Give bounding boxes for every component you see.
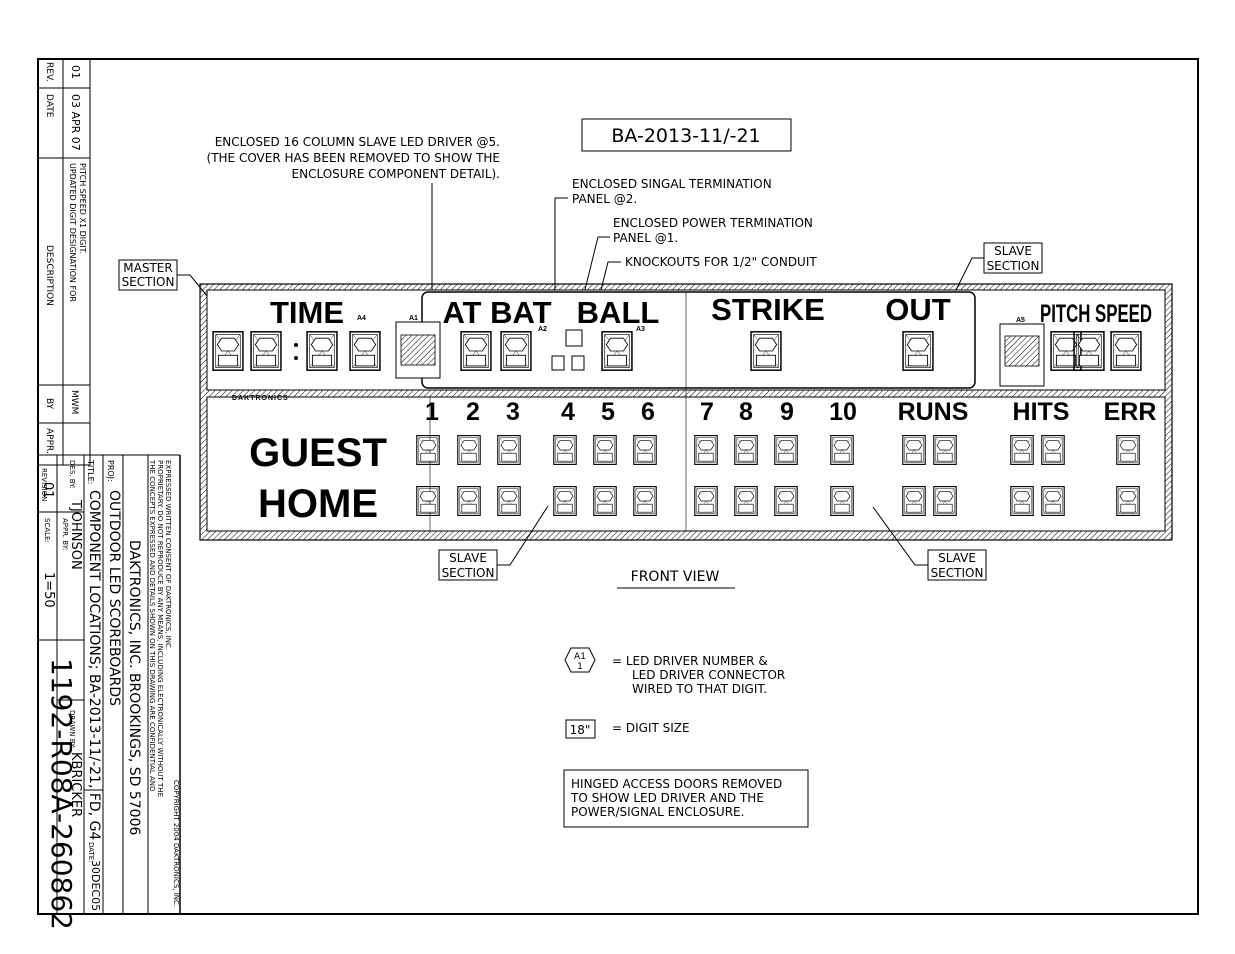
designer: TJOHNSON [68,499,83,570]
slave-section-right-2: SECTION [931,566,984,580]
drawing-title: COMPONENT LOCATIONS; BA-2013-11/-21, FD,… [86,490,102,840]
note-slave-driver-1: ENCLOSED 16 COLUMN SLAVE LED DRIVER @5. [215,135,500,149]
header-out: OUT [885,292,951,327]
legend-driver-text-3: WIRED TO THAT DIGIT. [632,682,767,696]
tag-a2: A2 [538,326,547,333]
title-block [38,454,181,914]
description-line-2: PITCH SPEED X1 DIGIT. [78,163,87,254]
drawing-id: BA-2013-11/-21 [611,125,760,147]
access-doors-note-2: TO SHOW LED DRIVER AND THE [570,791,764,805]
inning-9: 9 [780,398,794,426]
inning-5: 5 [601,398,615,426]
master-section-label-2: SECTION [122,275,175,289]
note-signal-panel-2: PANEL @2. [572,192,637,206]
note-slave-driver-3: ENCLOSURE COMPONENT DETAIL). [292,167,500,181]
team-guest: GUEST [249,431,387,475]
brand: DAKTRONICS [232,395,289,402]
header-hits: HITS [1013,398,1070,426]
disclaimer-line-2: PROPRIETARY. DO NOT REPRODUCE BY ANY MEA… [156,460,164,797]
slave-section-left-1: SLAVE [449,551,487,565]
inning-4: 4 [561,398,575,426]
title-label: TITLE: [86,459,95,484]
access-doors-note-3: POWER/SIGNAL ENCLOSURE. [571,805,744,819]
date-value: 03 APR 07 [69,94,82,151]
company-name: DAKTRONICS, INC. BROOKINGS, SD 57006 [126,540,142,835]
tag-a1: A1 [409,315,418,322]
proj-label: PROJ: [106,460,115,482]
disclaimer-line-4: COPYRIGHT 2004 DAKTRONICS, INC. [172,780,180,907]
legend-driver-text-2: LED DRIVER CONNECTOR [632,668,785,682]
scale-label: SCALE: [43,518,51,543]
by-header: BY [44,398,54,410]
note-knockouts: KNOCKOUTS FOR 1/2" CONDUIT [625,255,817,269]
note-slave-driver-2: (THE COVER HAS BEEN REMOVED TO SHOW THE [207,151,500,165]
tag-a5: A5 [1016,317,1025,324]
slave-section-top-1: SLAVE [994,244,1032,258]
drawn-by: KBRICKER [68,752,83,817]
legend-size-symbol: 18" [570,723,591,737]
note-power-panel-2: PANEL @1. [613,231,678,245]
date-label: DATE: [87,842,95,863]
header-at-bat: AT BAT [442,295,551,330]
legend: A1 1 = LED DRIVER NUMBER & LED DRIVER CO… [563,647,809,828]
drawing-number: 1192-R08A-260862 [45,658,78,930]
revision-text: REV. DATE DESCRIPTION BY APPR. 01 03 APR… [44,62,87,454]
drawing-date: 30DEC05 [89,860,102,911]
slave-section-right-1: SLAVE [938,551,976,565]
revision-label: REVISION [40,468,48,501]
legend-connector-number: 1 [577,662,583,672]
description-line-1: UPDATED DIGIT DESIGNATION FOR [68,163,77,302]
access-doors-note-1: HINGED ACCESS DOORS REMOVED [571,777,782,791]
tag-a3: A3 [636,326,645,333]
inning-3: 3 [506,398,520,426]
title-block-text: THE CONCEPTS EXPRESSED AND DETAILS SHOWN… [40,459,180,930]
inning-1: 1 [425,398,439,426]
drawing-id-box [581,118,792,152]
inning-7: 7 [700,398,714,426]
team-home: HOME [258,482,378,526]
header-err: ERR [1104,398,1157,426]
tag-a4: A4 [357,315,366,322]
drawn-label: DRAWN BY: [68,710,76,749]
by-value: MWM [69,390,79,414]
note-power-panel-1: ENCLOSED POWER TERMINATION [613,216,813,230]
slave-section-left-2: SECTION [442,566,495,580]
revision-table [38,59,91,466]
inning-6: 6 [641,398,655,426]
inning-10: 10 [829,398,857,426]
note-signal-panel-1: ENCLOSED SINGAL TERMINATION [572,177,772,191]
appr-header: APPR. [44,428,54,454]
disclaimer-line-1: THE CONCEPTS EXPRESSED AND DETAILS SHOWN… [148,459,156,791]
inning-8: 8 [739,398,753,426]
disclaimer-line-3: EXPRESSED WRITTEN CONSENT OF DAKTRONICS,… [164,460,172,650]
legend-driver-number: A1 [574,652,586,662]
time-digits [212,331,381,371]
des-label: DES. BY: [68,460,76,489]
master-section-label-1: MASTER [123,261,172,275]
access-doors-note-box [563,769,809,828]
slave-section-top-2: SECTION [987,259,1040,273]
legend-driver-text-1: = LED DRIVER NUMBER & [612,654,768,668]
rev-value: 01 [69,65,82,79]
header-strike: STRIKE [711,292,825,327]
header-runs: RUNS [898,398,969,426]
front-view-label: FRONT VIEW [631,569,720,585]
rev-header: REV. [44,62,54,82]
description-header: DESCRIPTION [44,245,54,306]
header-ball: BALL [577,295,660,330]
scoreboard: TIME AT BAT BALL STRIKE OUT PITCH SPEED … [199,283,1173,541]
appr-by-label: APPR. BY: [61,518,69,550]
legend-size-text: = DIGIT SIZE [612,721,690,735]
sheet-border [37,58,1199,915]
date-header: DATE [44,94,54,118]
scale-value: 1=50 [41,572,56,608]
revision-value: 01 [40,482,55,499]
header-pitch-speed: PITCH SPEED [1040,300,1152,328]
project-name: OUTDOOR LED SCOREBOARDS [106,490,122,706]
header-time: TIME [270,295,344,330]
inning-2: 2 [466,398,480,426]
